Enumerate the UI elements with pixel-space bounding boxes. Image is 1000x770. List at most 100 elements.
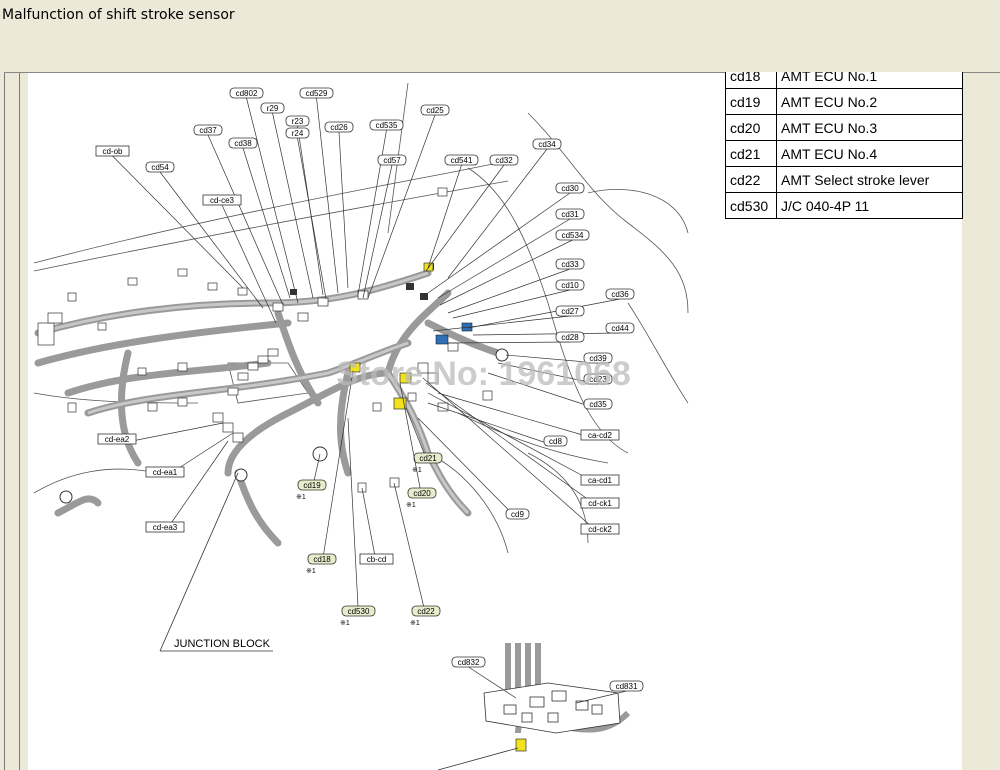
leader-line bbox=[439, 239, 573, 306]
callout-cd28: cd28 bbox=[447, 331, 585, 344]
callout-ca-cd2: ca-cd2 bbox=[437, 392, 620, 441]
note-mark: ※1 bbox=[306, 568, 316, 575]
wiring-diagram: cd802cd529r29r23r24cd37cd26cd535cd25cd-o… bbox=[33, 82, 689, 770]
callout-label: cd802 bbox=[236, 89, 258, 98]
junction-block-label: JUNCTION BLOCK bbox=[174, 638, 271, 650]
callout-cd27: cd27 bbox=[432, 305, 585, 332]
callout-label: cd-ce3 bbox=[210, 196, 235, 205]
title-bar: Malfunction of shift stroke sensor bbox=[0, 0, 1000, 72]
callout-label: r29 bbox=[267, 104, 279, 113]
leader-line bbox=[487, 372, 599, 410]
callout-box bbox=[193, 124, 223, 136]
callout-cd529: cd529 bbox=[299, 87, 339, 294]
callout-label: cd529 bbox=[306, 89, 328, 98]
callout-label: cd57 bbox=[383, 156, 401, 165]
leader-line bbox=[221, 204, 277, 324]
callout-cd-ob: cd-ob bbox=[95, 145, 244, 289]
callout-cd54: cd54 bbox=[145, 161, 264, 309]
legend-code: cd22 bbox=[725, 166, 777, 193]
legend-code: cd20 bbox=[725, 114, 777, 141]
callout-cd20: cd20※1 bbox=[399, 382, 437, 509]
callout-box bbox=[97, 433, 137, 445]
callout-label: cd832 bbox=[458, 658, 480, 667]
callout-label: cd38 bbox=[234, 139, 252, 148]
left-scrollbar[interactable] bbox=[4, 73, 20, 770]
leader-line bbox=[164, 440, 229, 533]
callout-label: cd28 bbox=[561, 333, 579, 342]
callout-box bbox=[202, 194, 242, 206]
callout-r29: r29 bbox=[260, 102, 314, 299]
callout-label: cd534 bbox=[562, 231, 584, 240]
callout-box bbox=[411, 605, 441, 617]
legend-description: AMT ECU No.2 bbox=[776, 88, 963, 115]
leader-line bbox=[338, 131, 349, 289]
callout-box bbox=[451, 656, 486, 668]
leader-line bbox=[437, 218, 571, 299]
legend-description: J/C 040-4P 11 bbox=[776, 192, 963, 219]
callout-label: cd831 bbox=[616, 682, 638, 691]
callout-box bbox=[555, 182, 585, 194]
leader-line bbox=[112, 155, 244, 289]
callout-cd18: cd18※1 bbox=[306, 370, 354, 575]
callout-label: r24 bbox=[292, 129, 304, 138]
note-mark: ※1 bbox=[406, 502, 416, 509]
leader-line bbox=[297, 137, 327, 300]
legend-code: cd19 bbox=[725, 88, 777, 115]
callout-box bbox=[555, 305, 585, 317]
callout-label: cd-ea1 bbox=[153, 468, 178, 477]
callout-cd39: cd39 bbox=[505, 352, 613, 364]
callout-cd8: cd8 bbox=[427, 402, 568, 447]
callout-box bbox=[359, 553, 394, 565]
callout-box bbox=[285, 115, 310, 127]
legend-description: AMT ECU No.4 bbox=[776, 140, 963, 167]
watermark: Store No: 1961068 bbox=[336, 355, 631, 393]
callout-label: cd35 bbox=[589, 400, 607, 409]
leader-line bbox=[425, 164, 505, 272]
leader-line bbox=[447, 268, 571, 314]
callout-box bbox=[555, 279, 585, 291]
lower-junction bbox=[483, 682, 621, 734]
callout-box bbox=[341, 605, 376, 617]
callout-label: cd36 bbox=[611, 290, 629, 299]
callout-box bbox=[145, 521, 185, 533]
callout-cd38: cd38 bbox=[228, 137, 291, 299]
callout-label: cd535 bbox=[376, 121, 398, 130]
callout-cb-cd: cb-cd bbox=[359, 487, 394, 565]
callout-box bbox=[145, 161, 175, 173]
callout-box bbox=[580, 497, 620, 509]
leader-line bbox=[347, 417, 359, 617]
callout-label: cd9 bbox=[511, 510, 524, 519]
callout-cd44: cd44 bbox=[472, 322, 635, 336]
leader-line bbox=[452, 289, 571, 319]
callout-label: cb-cd bbox=[367, 555, 387, 564]
callout-label: ca-cd2 bbox=[588, 431, 613, 440]
leader-line bbox=[393, 482, 427, 617]
callout-cd-ce3: cd-ce3 bbox=[202, 194, 277, 324]
callout-box bbox=[583, 352, 613, 364]
callout-label: cd25 bbox=[426, 106, 444, 115]
callout-cd22: cd22※1 bbox=[393, 482, 441, 627]
callout-cd541: cd541 bbox=[427, 154, 479, 269]
callout-label: cd-ob bbox=[102, 147, 123, 156]
callout-box bbox=[555, 331, 585, 343]
callout-box bbox=[489, 154, 519, 166]
leader-line bbox=[367, 114, 436, 299]
callout-label: cd19 bbox=[303, 481, 321, 490]
callout-cd31: cd31 bbox=[437, 208, 585, 299]
leader-line bbox=[447, 341, 571, 344]
leader-line bbox=[468, 666, 517, 699]
note-mark: ※1 bbox=[410, 620, 420, 627]
callout-cd30: cd30 bbox=[427, 182, 585, 294]
legend-description: AMT ECU No.3 bbox=[776, 114, 963, 141]
leader-line bbox=[362, 164, 393, 299]
callout-box bbox=[369, 119, 404, 131]
callout-box bbox=[228, 137, 258, 149]
callout-box bbox=[605, 288, 635, 300]
callout-label: cd30 bbox=[561, 184, 579, 193]
callout-box bbox=[580, 523, 620, 535]
callout-label: r23 bbox=[292, 117, 304, 126]
callout-box bbox=[229, 87, 264, 99]
callout-label: cd8 bbox=[549, 437, 562, 446]
